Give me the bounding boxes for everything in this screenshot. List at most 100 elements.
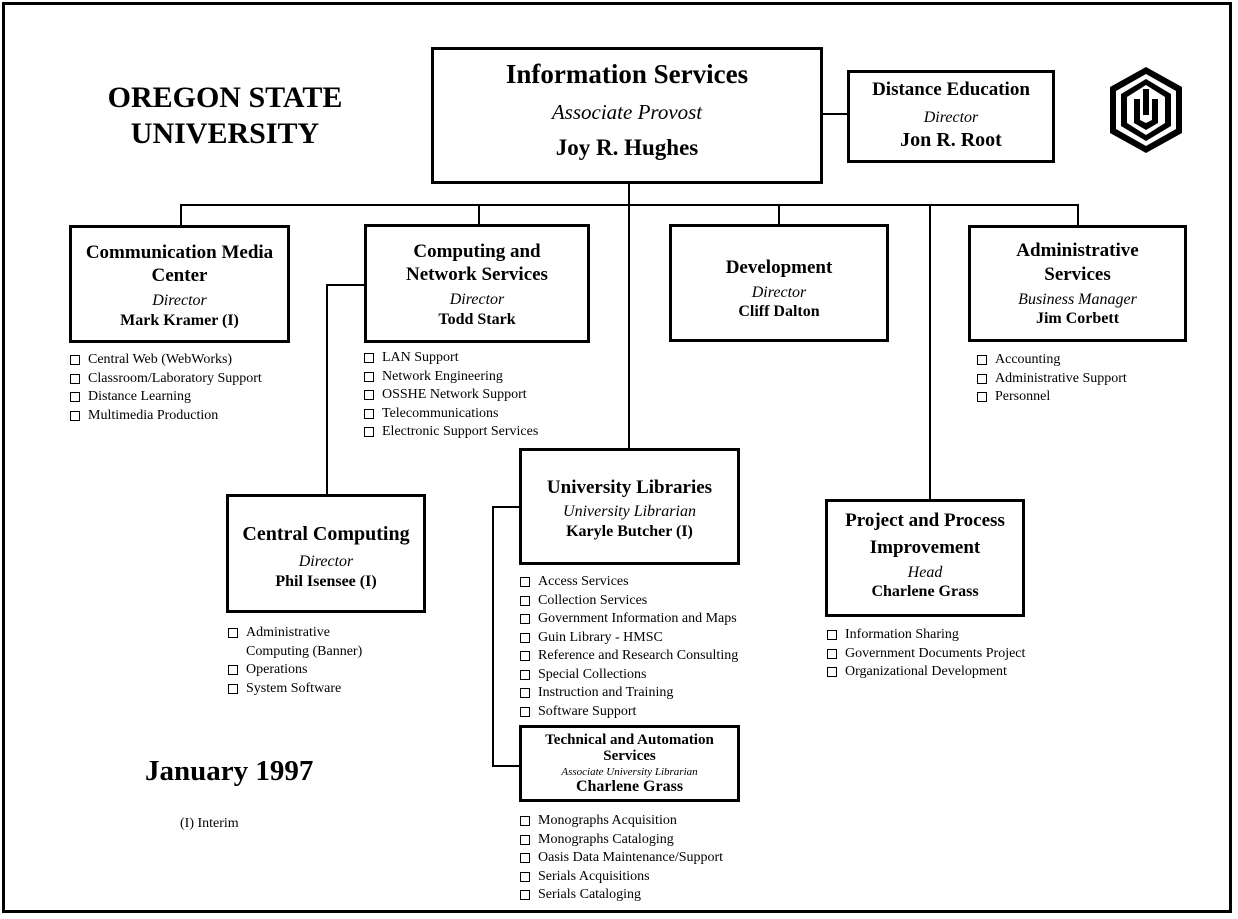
information-services-title: Information Services (505, 59, 749, 89)
list-item: Administrative Computing (Banner) (228, 624, 376, 661)
box-development: Development Director Cliff Dalton (669, 224, 889, 342)
list-item: Collection Services (520, 592, 738, 611)
box-administrative-services: Administrative Services Business Manager… (968, 225, 1187, 342)
cmc-title-line1: Communication Media (85, 242, 274, 263)
distance-education-role: Director (923, 109, 979, 126)
list-item: Government Information and Maps (520, 610, 738, 629)
box-project-process-improvement: Project and Process Improvement Head Cha… (825, 499, 1025, 617)
cmc-name: Mark Kramer (I) (120, 312, 239, 329)
university-title-line1: OREGON STATE (107, 81, 343, 114)
list-item: Software Support (520, 703, 738, 722)
cmc-role: Director (152, 292, 207, 309)
box-computing-network-services: Computing and Network Services Director … (364, 224, 590, 343)
libraries-role: University Librarian (563, 503, 696, 520)
connector-to-ppi (929, 204, 931, 499)
information-services-name: Joy R. Hughes (555, 135, 699, 160)
list-item: Monographs Acquisition (520, 812, 723, 831)
tech-name: Charlene Grass (575, 778, 684, 795)
admin-list: Accounting Administrative Support Person… (977, 351, 1127, 407)
list-item: Operations (228, 661, 376, 680)
list-item: Administrative Support (977, 370, 1127, 389)
cns-title-line2: Network Services (406, 264, 548, 285)
ppi-title-line1: Project and Process (845, 510, 1005, 531)
development-title: Development (725, 257, 833, 278)
connector-lib-left (492, 506, 519, 508)
cmc-list: Central Web (WebWorks) Classroom/Laborat… (70, 351, 262, 425)
list-item: Accounting (977, 351, 1127, 370)
list-item: Personnel (977, 388, 1127, 407)
university-title: OREGON STATE UNIVERSITY (75, 80, 375, 152)
box-technical-automation-services: Technical and Automation Services Associ… (519, 725, 740, 802)
connector-lib-to-tech (492, 506, 494, 766)
list-item: Network Engineering (364, 368, 538, 387)
list-item: Serials Acquisitions (520, 868, 723, 887)
distance-education-name: Jon R. Root (900, 129, 1002, 151)
central-role: Director (298, 553, 354, 570)
development-role: Director (751, 284, 807, 301)
connector-to-libraries (628, 204, 630, 448)
tech-title-line2: Services (603, 748, 656, 764)
tech-list: Monographs Acquisition Monographs Catalo… (520, 812, 723, 905)
list-item: Serials Cataloging (520, 886, 723, 905)
list-item: OSSHE Network Support (364, 386, 538, 405)
central-title: Central Computing (242, 523, 410, 545)
connector-to-cmc (180, 204, 182, 225)
cns-name: Todd Stark (438, 311, 516, 328)
distance-education-title: Distance Education (872, 79, 1030, 100)
ppi-role: Head (907, 564, 943, 581)
list-item: Distance Learning (70, 388, 262, 407)
admin-role: Business Manager (1018, 291, 1137, 308)
connector-top-trunk (628, 183, 630, 205)
list-item: Special Collections (520, 666, 738, 685)
connector-cns-left (326, 284, 364, 286)
admin-title-line2: Services (1044, 264, 1111, 285)
development-name: Cliff Dalton (738, 303, 820, 320)
central-list: Administrative Computing (Banner) Operat… (228, 624, 376, 698)
list-item: Reference and Research Consulting (520, 647, 738, 666)
list-item: Information Sharing (827, 626, 1025, 645)
box-university-libraries: University Libraries University Libraria… (519, 448, 740, 565)
connector-to-cns (478, 204, 480, 224)
cns-role: Director (449, 291, 505, 308)
list-item: Access Services (520, 573, 738, 592)
list-item-text: Administrative Computing (Banner) (246, 625, 363, 659)
list-item: LAN Support (364, 349, 538, 368)
libraries-list: Access Services Collection Services Gove… (520, 573, 738, 721)
list-item: Central Web (WebWorks) (70, 351, 262, 370)
cns-list: LAN Support Network Engineering OSSHE Ne… (364, 349, 538, 442)
list-item: Instruction and Training (520, 684, 738, 703)
tech-role: Associate University Librarian (561, 766, 698, 778)
ppi-title-line2: Improvement (869, 537, 981, 558)
osu-logo-icon (1110, 67, 1182, 153)
information-services-role: Associate Provost (551, 100, 703, 124)
libraries-title: University Libraries (546, 477, 713, 498)
tech-title-line1: Technical and Automation (545, 732, 714, 748)
list-item: Telecommunications (364, 405, 538, 424)
list-item: Monographs Cataloging (520, 831, 723, 850)
list-item: Guin Library - HMSC (520, 629, 738, 648)
university-title-line2: UNIVERSITY (130, 117, 320, 150)
list-item: Government Documents Project (827, 645, 1025, 664)
box-distance-education: Distance Education Director Jon R. Root (847, 70, 1055, 163)
connector-to-dev (778, 204, 780, 224)
connector-top-to-distance-ed (822, 113, 848, 115)
connector-to-admin (1077, 204, 1079, 225)
cmc-title-line2: Center (151, 265, 208, 286)
admin-title-line1: Administrative (1016, 240, 1139, 261)
chart-date: January 1997 (145, 755, 314, 787)
list-item: Organizational Development (827, 663, 1025, 682)
list-item: System Software (228, 680, 376, 699)
cns-title-line1: Computing and (413, 241, 541, 262)
list-item: Classroom/Laboratory Support (70, 370, 262, 389)
connector-cns-to-central (326, 284, 328, 495)
connector-tech-in (492, 765, 519, 767)
list-item: Electronic Support Services (364, 423, 538, 442)
ppi-list: Information Sharing Government Documents… (827, 626, 1025, 682)
libraries-name: Karyle Butcher (I) (566, 523, 693, 540)
ppi-name: Charlene Grass (871, 583, 979, 600)
box-information-services: Information Services Associate Provost J… (431, 47, 823, 184)
box-central-computing: Central Computing Director Phil Isensee … (226, 494, 426, 613)
central-name: Phil Isensee (I) (275, 573, 377, 590)
